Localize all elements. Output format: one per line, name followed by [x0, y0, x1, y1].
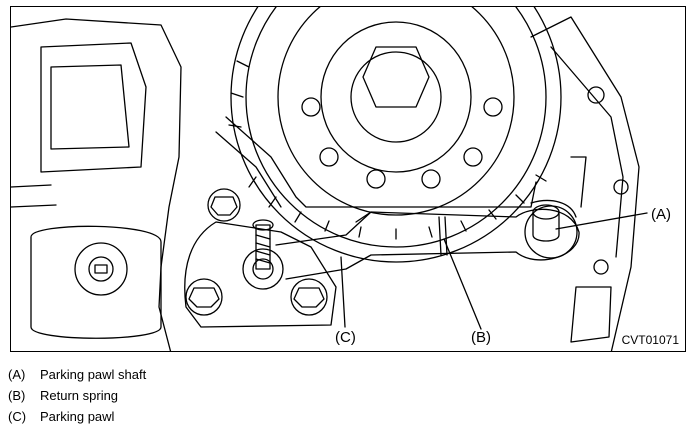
- legend-text: Parking pawl shaft: [40, 367, 147, 382]
- legend-item: (A) Parking pawl shaft: [8, 364, 146, 385]
- return-spring: [438, 216, 448, 256]
- gear: [228, 7, 562, 263]
- legend-item: (C) Parking pawl: [8, 406, 146, 427]
- guide-plate: [215, 116, 537, 208]
- leader-lines: [340, 212, 648, 330]
- parking-pawl-diagram: (A) (B) (C) CVT01071: [10, 6, 686, 352]
- legend-label: (C): [8, 409, 27, 424]
- bracket: [184, 188, 337, 328]
- legend: (A) Parking pawl shaft (B) Return spring (…: [8, 364, 146, 427]
- parking-pawl-shaft: [532, 204, 560, 242]
- legend-item: (B) Return spring: [8, 385, 146, 406]
- figure-code: CVT01071: [621, 333, 679, 347]
- legend-text: Parking pawl: [40, 409, 115, 424]
- callout-c: (C): [335, 329, 356, 346]
- housing-left: [11, 18, 182, 351]
- legend-label: (B): [8, 388, 26, 403]
- housing-right: [530, 16, 640, 351]
- callout-a: (A): [651, 206, 671, 223]
- diagram-drawing: [11, 7, 648, 351]
- callout-b: (B): [471, 329, 491, 346]
- legend-text: Return spring: [40, 388, 119, 403]
- legend-label: (A): [8, 367, 26, 382]
